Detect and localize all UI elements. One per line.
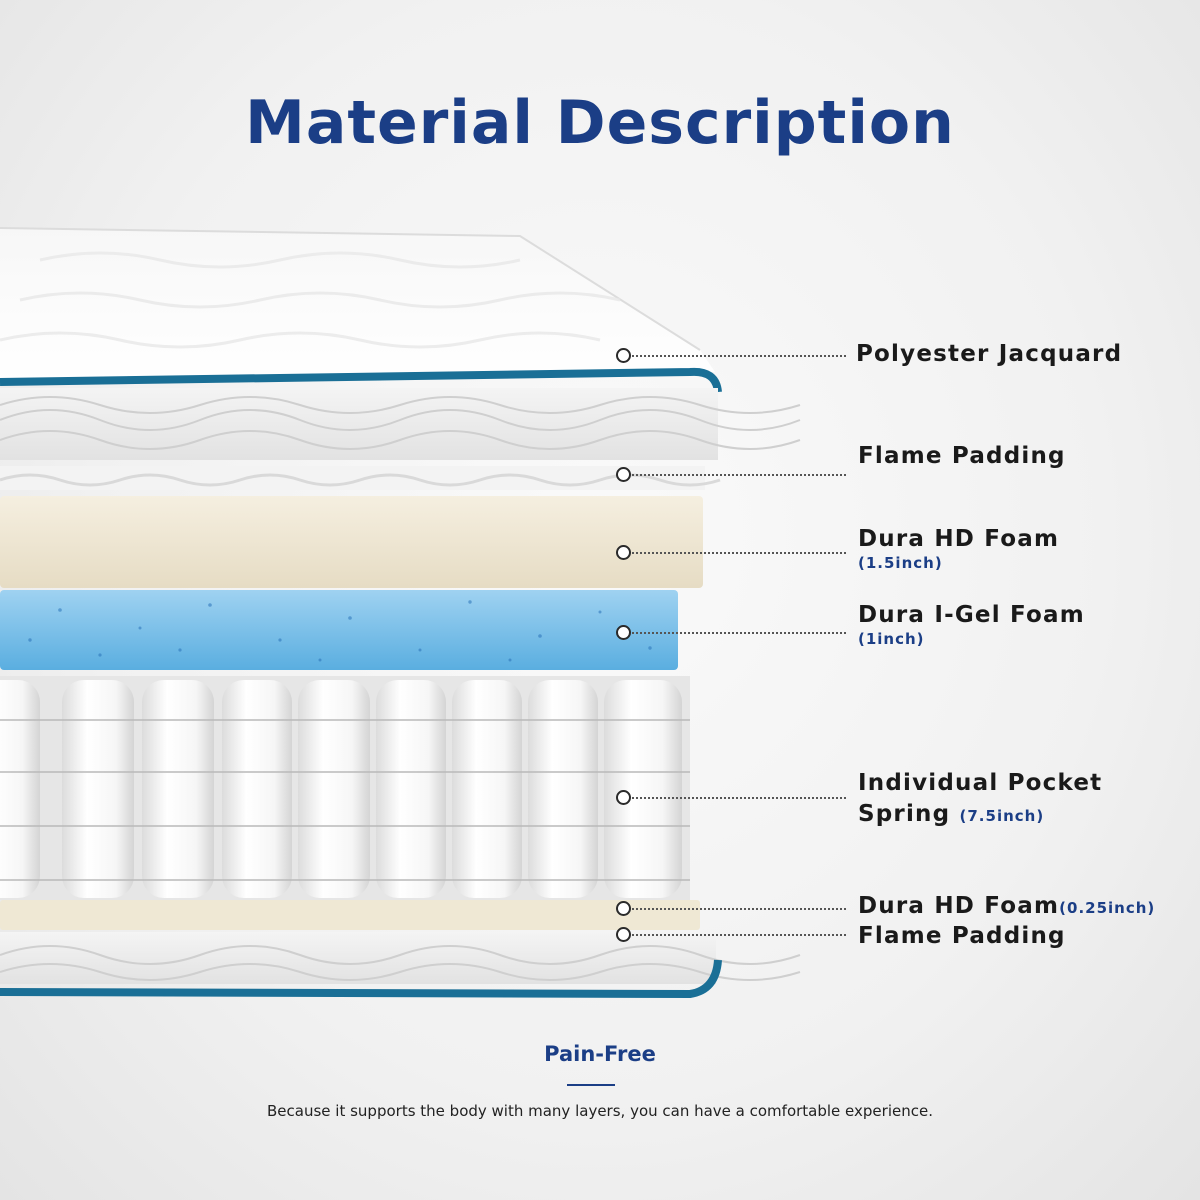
label-flame-padding-bottom: Flame Padding [858,923,1066,949]
label-individual-pocket-spring-line2: Spring [858,801,951,827]
label-dura-hd-foam-bottom-name: Dura HD Foam [858,893,1060,919]
callout-marker-flame-padding-top [616,467,631,482]
callout-leader-dura-hd-foam-bottom [632,908,846,910]
label-individual-pocket-spring-detail: (7.5inch) [959,807,1045,825]
page-title: Material Description [245,88,955,158]
label-dura-hd-foam-bottom-detail: (0.25inch) [1059,899,1156,917]
label-dura-i-gel-foam-name: Dura I-Gel Foam [858,602,1085,628]
label-flame-padding-top-name: Flame Padding [858,443,1066,469]
callout-marker-individual-pocket-spring [616,790,631,805]
label-individual-pocket-spring-line1: Individual Pocket [858,770,1103,796]
callout-leader-flame-padding-top [632,474,846,476]
label-dura-i-gel-foam: Dura I-Gel Foam (1inch) [858,602,1085,648]
callout-marker-dura-i-gel-foam [616,625,631,640]
callout-leader-flame-padding-bottom [632,934,846,936]
label-polyester-jacquard-name: Polyester Jacquard [856,341,1123,367]
callout-marker-polyester-jacquard [616,348,631,363]
callout-marker-dura-hd-foam-bottom [616,901,631,916]
footer-description: Because it supports the body with many l… [267,1102,933,1120]
label-individual-pocket-spring: Individual Pocket Spring (7.5inch) [858,768,1102,832]
label-dura-hd-foam-top-detail: (1.5inch) [858,554,943,572]
footer-heading: Pain-Free [544,1042,656,1066]
label-dura-hd-foam-bottom: Dura HD Foam(0.25inch) [858,893,1155,919]
footer-divider [567,1084,615,1086]
label-dura-hd-foam-top: Dura HD Foam (1.5inch) [858,526,1059,572]
label-polyester-jacquard: Polyester Jacquard [856,341,1122,367]
callout-leader-polyester-jacquard [632,355,846,357]
label-dura-i-gel-foam-detail: (1inch) [858,630,925,648]
callout-marker-dura-hd-foam-top [616,545,631,560]
callout-leader-dura-i-gel-foam [632,632,846,634]
callout-leader-individual-pocket-spring [632,797,846,799]
label-flame-padding-bottom-name: Flame Padding [858,923,1066,949]
callout-leader-dura-hd-foam-top [632,552,846,554]
label-dura-hd-foam-top-name: Dura HD Foam [858,526,1060,552]
label-flame-padding-top: Flame Padding [858,443,1066,469]
callout-marker-flame-padding-bottom [616,927,631,942]
